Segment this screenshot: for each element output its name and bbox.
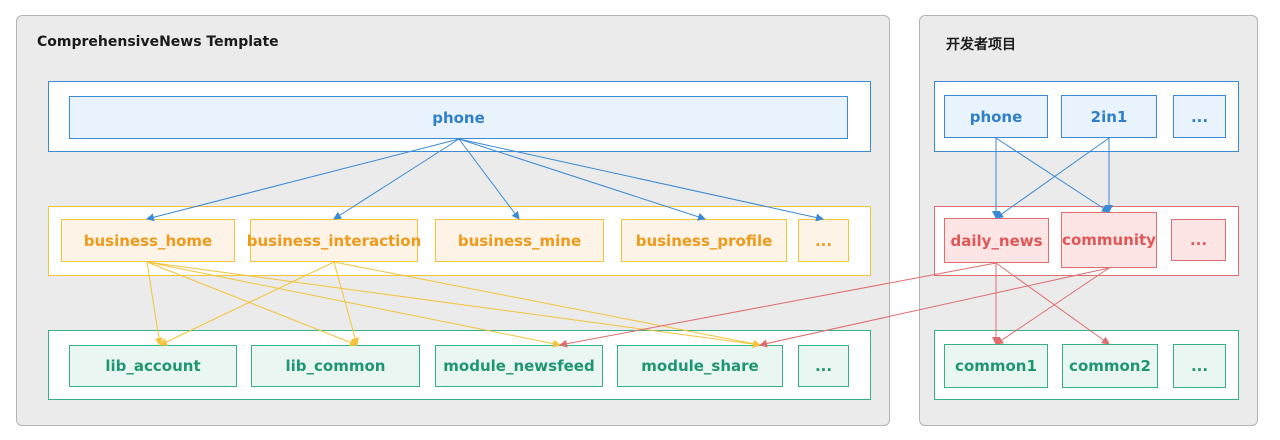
lib-account-box[interactable]: lib_account — [69, 345, 237, 387]
business-profile-box[interactable]: business_profile — [621, 219, 787, 262]
template-panel-title: ComprehensiveNews Template — [37, 34, 279, 50]
daily-news-box[interactable]: daily_news — [944, 218, 1049, 263]
common1-box[interactable]: common1 — [944, 344, 1048, 388]
common2-box[interactable]: common2 — [1062, 344, 1158, 388]
community-box[interactable]: community — [1061, 212, 1157, 268]
module-newsfeed-box[interactable]: module_newsfeed — [435, 345, 603, 387]
device-phone-box[interactable]: phone — [944, 95, 1048, 138]
business-home-box[interactable]: business_home — [61, 219, 235, 262]
lib-more-box[interactable]: ... — [798, 345, 849, 387]
module-share-box[interactable]: module_share — [617, 345, 783, 387]
developer-panel-title: 开发者项目 — [946, 37, 1016, 53]
business-interaction-box[interactable]: business_interaction — [247, 219, 421, 262]
phone-product-box[interactable]: phone — [69, 96, 848, 139]
feature-more-box[interactable]: ... — [1171, 219, 1226, 261]
device-more-box[interactable]: ... — [1173, 95, 1226, 138]
business-mine-box[interactable]: business_mine — [435, 219, 604, 262]
common-more-box[interactable]: ... — [1173, 344, 1226, 388]
lib-common-box[interactable]: lib_common — [251, 345, 420, 387]
device-2in1-box[interactable]: 2in1 — [1061, 95, 1157, 138]
business-more-box[interactable]: ... — [798, 219, 849, 262]
